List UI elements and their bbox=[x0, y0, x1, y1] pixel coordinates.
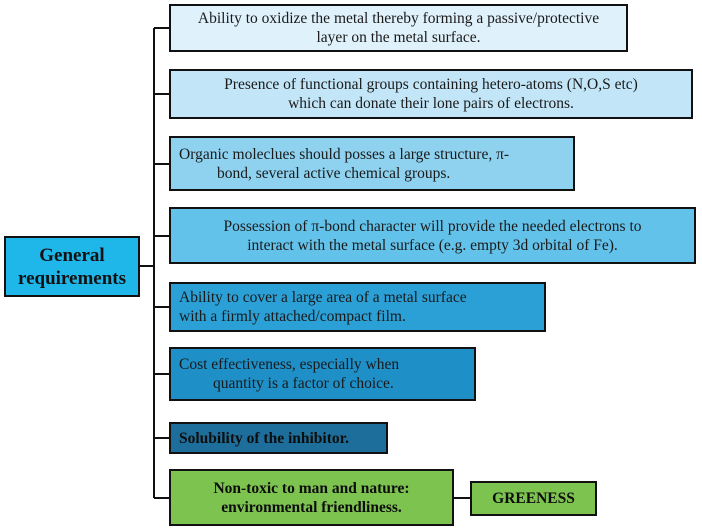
requirement-text-line2: environmental friendliness. bbox=[221, 498, 402, 516]
requirement-text-line2: with a firmly attached/compact film. bbox=[179, 308, 406, 325]
requirement-text-line2: interact with the metal surface (e.g. em… bbox=[247, 236, 618, 254]
requirement-box-large-structure: Organic moleclues should posses a large … bbox=[169, 136, 575, 191]
general-requirements-box: General requirements bbox=[4, 236, 140, 297]
greeness-label: GREENESS bbox=[492, 490, 575, 507]
requirement-box-non-toxic: Non-toxic to man and nature: environment… bbox=[169, 469, 454, 526]
requirement-text-line1: Possession of π-bond character will prov… bbox=[223, 217, 642, 235]
requirement-text-line1: Ability to cover a large area of a metal… bbox=[179, 289, 467, 306]
requirement-text-line1: Ability to oxidize the metal thereby for… bbox=[197, 10, 600, 27]
requirement-text-line1: Presence of functional groups containing… bbox=[224, 76, 638, 93]
requirement-box-functional-groups: Presence of functional groups containing… bbox=[169, 69, 693, 119]
requirement-text-line1: Organic moleclues should posses a large … bbox=[179, 145, 510, 163]
requirement-box-surface-coverage: Ability to cover a large area of a metal… bbox=[169, 282, 546, 332]
requirement-box-cost-effectiveness: Cost effectiveness, especially when quan… bbox=[169, 347, 476, 401]
requirement-text-line2: layer on the metal surface. bbox=[316, 29, 481, 46]
requirement-text-line1: Cost effectiveness, especially when bbox=[179, 356, 400, 373]
requirement-text-line1: Solubility of the inhibitor. bbox=[179, 429, 349, 447]
requirement-box-pi-bond: Possession of π-bond character will prov… bbox=[169, 207, 696, 264]
requirement-text-line2: bond, several active chemical groups. bbox=[217, 164, 451, 182]
greeness-box: GREENESS bbox=[470, 481, 597, 516]
root-label-line1: General bbox=[39, 244, 105, 266]
requirement-text-line2: quantity is a factor of choice. bbox=[213, 375, 394, 392]
requirement-box-solubility: Solubility of the inhibitor. bbox=[169, 422, 388, 454]
requirement-text-line1: Non-toxic to man and nature: bbox=[213, 479, 410, 497]
requirement-text-line2: which can donate their lone pairs of ele… bbox=[288, 95, 574, 112]
requirement-box-oxidize: Ability to oxidize the metal thereby for… bbox=[169, 4, 628, 52]
root-label-line2: requirements bbox=[17, 267, 126, 289]
